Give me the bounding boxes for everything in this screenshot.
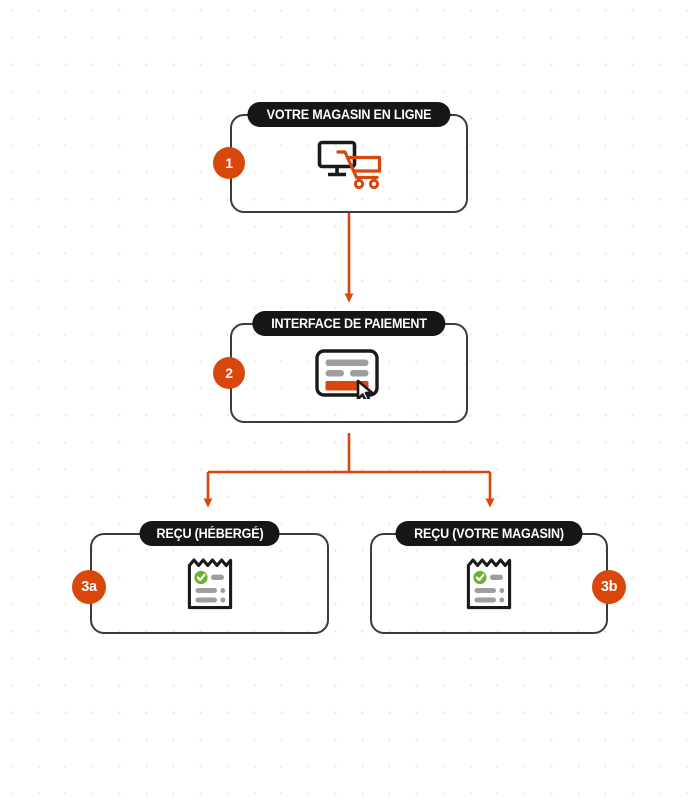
step-badge-3b-label: 3b [600,579,618,595]
monitor-shopping-cart-icon [316,139,382,189]
step-badge-1-label: 1 [225,155,233,171]
stage-box-receipt-hosted[interactable]: REÇU (HÉBERGÉ) [90,521,329,634]
step-badge-3a: 3a [72,570,106,604]
payment-form-cursor-icon [314,347,384,402]
stage-box-online-store[interactable]: VOTRE MAGASIN EN LIGNE [230,102,468,213]
stage-label-receipt-hosted: REÇU (HÉBERGÉ) [139,521,280,546]
step-badge-3b: 3b [592,570,626,604]
step-badge-2: 2 [213,357,245,389]
step-badge-2-label: 2 [225,365,233,381]
step-badge-3a-label: 3a [81,579,97,595]
stage-label-online-store: VOTRE MAGASIN EN LIGNE [247,102,451,127]
stage-box-payment-interface[interactable]: INTERFACE DE PAIEMENT [230,311,468,423]
receipt-check-icon [465,557,513,611]
stage-label-payment-interface: INTERFACE DE PAIEMENT [252,311,446,336]
stage-box-receipt-your-store[interactable]: REÇU (VOTRE MAGASIN) [370,521,608,634]
step-badge-1: 1 [213,147,245,179]
stage-label-receipt-your-store: REÇU (VOTRE MAGASIN) [395,521,583,546]
receipt-check-icon [186,557,234,611]
